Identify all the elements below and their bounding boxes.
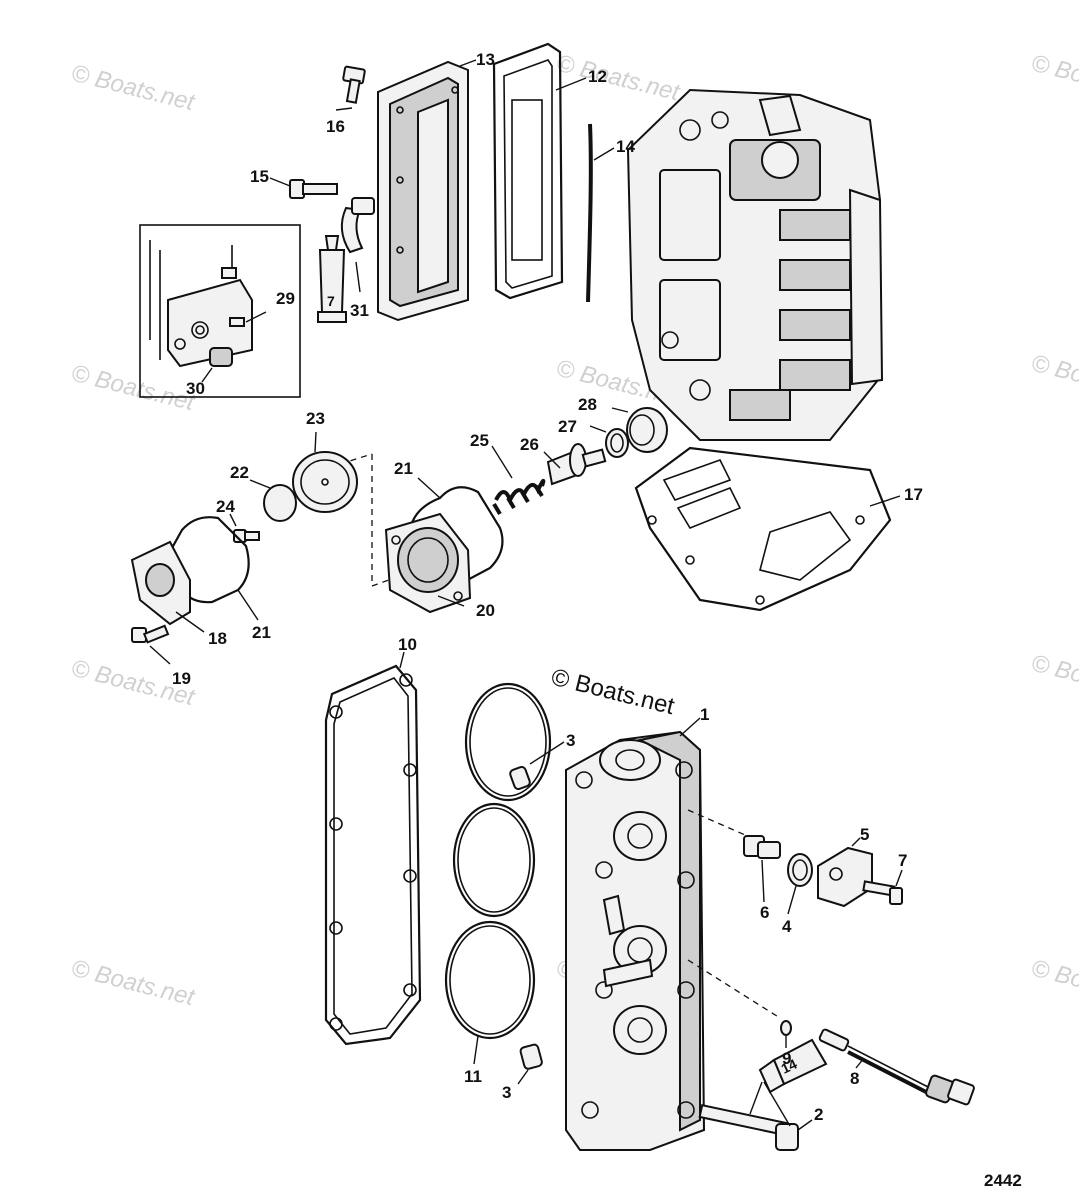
callout-9: 9: [782, 1049, 791, 1068]
part-28-seal: [611, 407, 668, 453]
engine-block: [626, 88, 884, 441]
watermark-4: © Boats.net: [69, 360, 199, 417]
callout-5: 5: [860, 825, 869, 844]
watermark-2: © Boats.net: [554, 50, 684, 107]
part-20-housing: [384, 512, 472, 614]
callout-23: 23: [306, 409, 325, 428]
part-13-cover: [377, 59, 477, 322]
callout-17: 17: [904, 485, 923, 504]
callout-4: 4: [782, 917, 792, 936]
callout-10: 10: [398, 635, 417, 654]
part-7-sealant-tube: 7: [317, 235, 347, 323]
part-3-dowel-pin-lower: [517, 1043, 543, 1085]
callout-21b: 21: [252, 623, 271, 642]
callout-20: 20: [476, 601, 495, 620]
part-17-gasket: [634, 446, 901, 612]
tube-label-upper: 7: [327, 293, 335, 309]
callout-18: 18: [208, 629, 227, 648]
callout-15: 15: [250, 167, 269, 186]
part-25-spring: [491, 445, 546, 516]
callout-22: 22: [230, 463, 249, 482]
part-4-seal: [787, 853, 813, 915]
watermark-6: © Boats.net: [1029, 350, 1079, 407]
callout-25: 25: [470, 431, 489, 450]
callout-31: 31: [350, 301, 369, 320]
part-27-ring: [589, 425, 629, 458]
callout-12: 12: [588, 67, 607, 86]
callout-30: 30: [186, 379, 205, 398]
callout-7: 7: [898, 851, 907, 870]
part-23-cap: [292, 431, 358, 513]
figure-number: 2442: [984, 1171, 1022, 1190]
part-9-washer: [780, 1020, 792, 1048]
part-11-orings: [444, 682, 552, 1065]
watermark-1: © Boats.net: [69, 60, 199, 117]
copyright-label: © Boats.net: [549, 664, 678, 721]
callout-11: 11: [464, 1067, 482, 1086]
callout-6: 6: [760, 903, 769, 922]
part-1-cylinder-head: [565, 717, 706, 1151]
callout-8: 8: [850, 1069, 859, 1088]
watermark-11: © Boats.net: [1029, 955, 1079, 1012]
callout-19: 19: [172, 669, 191, 688]
part-31-clamp: [340, 197, 375, 293]
callout-26: 26: [520, 435, 539, 454]
callout-1: 1: [700, 705, 709, 724]
callout-29: 29: [276, 289, 295, 308]
callout-21a: 21: [394, 459, 413, 478]
part-14-sealant-tube: 14: [758, 1038, 828, 1094]
part-6-fitting: [743, 835, 781, 903]
part-8-sender: [818, 1028, 975, 1106]
callout-2: 2: [814, 1105, 823, 1124]
callout-27: 27: [558, 417, 577, 436]
callout-16: 16: [326, 117, 345, 136]
watermark-8: © Boats.net: [1029, 650, 1079, 707]
part-5-housing: [817, 837, 873, 908]
callout-28: 28: [578, 395, 597, 414]
callout-3b: 3: [502, 1083, 511, 1102]
part-22-washer: [249, 479, 297, 522]
part-19-bolt: [131, 624, 171, 665]
part-7-bolt: [862, 869, 903, 905]
watermark-3: © Boats.net: [1029, 50, 1079, 107]
part-21-oring-upper: [408, 477, 504, 587]
part-18-cover: [130, 540, 205, 633]
callout-24: 24: [216, 497, 235, 516]
part-2-bolt: [698, 1081, 813, 1151]
sender-dashed-lines: [687, 809, 781, 1019]
part-14-strip: [586, 123, 615, 303]
part-10-gasket: [324, 651, 422, 1046]
part-12-gasket: [492, 42, 587, 300]
detail-inset-box: [139, 224, 301, 398]
part-16-bolt: [335, 65, 366, 111]
tube-label-lower: 14: [779, 1056, 800, 1077]
part-3-dowel-pin-upper: [509, 741, 565, 791]
part-15-bolt: [269, 177, 338, 199]
part-24-screw: [229, 513, 260, 543]
callout-labels: 1 2 3 3 4 5 6 7 8 9 10 11 12 13 14 15 16…: [172, 50, 923, 1124]
callout-3a: 3: [566, 731, 575, 750]
callout-13: 13: [476, 50, 495, 69]
callout-14: 14: [616, 137, 635, 156]
part-26-valve: [543, 443, 607, 486]
watermark-9: © Boats.net: [69, 955, 199, 1012]
